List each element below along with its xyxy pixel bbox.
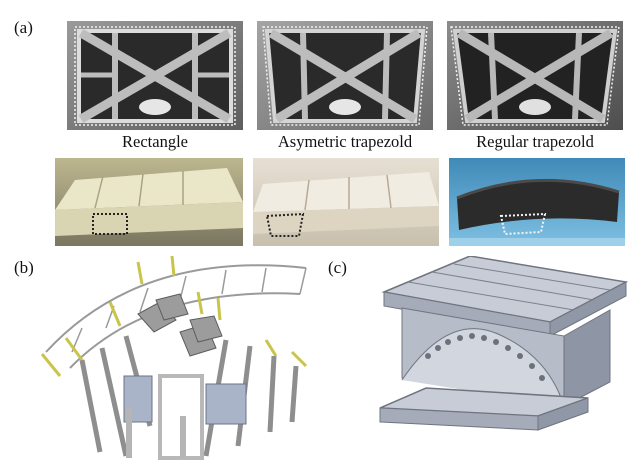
3d-fixture-model <box>378 256 628 461</box>
cross-section-photo-asymmetric-trapezoid <box>257 21 433 130</box>
caption-regular-trapezoid: Regular trapezold <box>476 132 594 151</box>
panel-photo-rectangle <box>55 158 243 246</box>
panel-label-b: (b) <box>14 258 34 277</box>
panel-label-c: (c) <box>328 258 347 277</box>
cross-section-photo-regular-trapezoid <box>447 21 623 130</box>
curved-test-fixture-diagram <box>30 256 330 461</box>
cross-section-photo-rectangle <box>67 21 243 130</box>
caption-asymmetric-trapezoid: Asymetric trapezold <box>277 132 413 151</box>
caption-rectangle: Rectangle <box>122 132 188 151</box>
panel-label-a: (a) <box>14 18 33 37</box>
panel-photo-regular-trapezoid <box>449 158 625 246</box>
panel-photo-asymmetric-trapezoid <box>253 158 439 246</box>
